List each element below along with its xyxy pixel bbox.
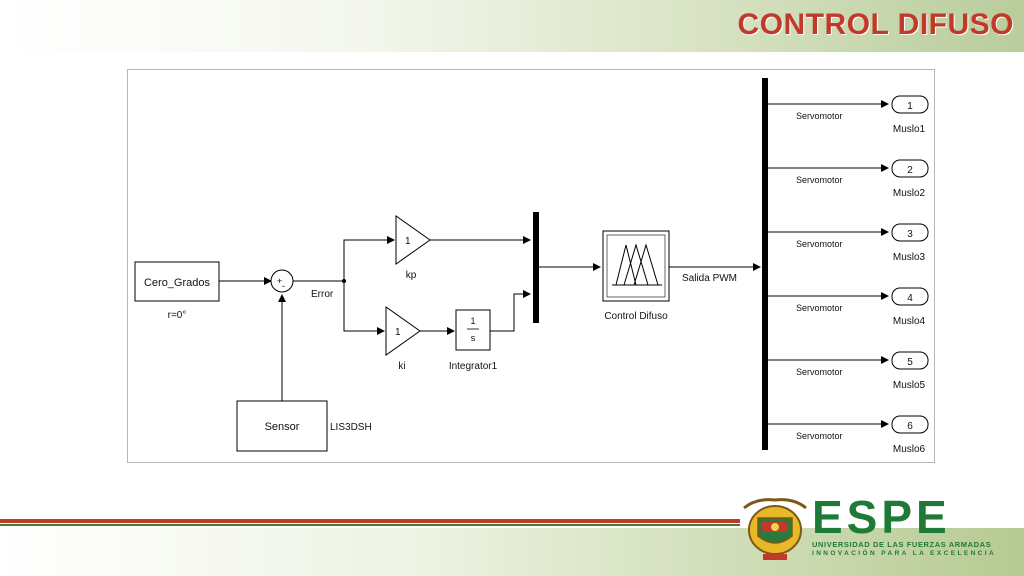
outport-3 — [891, 223, 929, 242]
integrator-num: 1 — [470, 316, 475, 326]
wire-int-mux — [490, 290, 531, 332]
outport-number: 1 — [907, 101, 913, 112]
mux-bar[interactable] — [533, 212, 539, 323]
membership-2 — [623, 243, 649, 286]
outport-number: 5 — [907, 357, 913, 368]
output-4[interactable]: Servomotor 4 Muslo4 — [768, 287, 929, 327]
outport-number: 3 — [907, 229, 913, 240]
sensor-label: Sensor — [265, 421, 300, 433]
integrator-caption: Integrator1 — [449, 361, 498, 372]
output-1[interactable]: Servomotor 1 Muslo1 — [768, 95, 929, 135]
gain-kp-caption: kp — [406, 270, 417, 281]
constant-caption: r=0° — [168, 310, 187, 321]
membership-3 — [633, 243, 659, 286]
output-signal: Servomotor — [796, 431, 843, 441]
university-crest-icon — [743, 498, 807, 560]
university-name: UNIVERSIDAD DE LAS FUERZAS ARMADAS — [812, 540, 992, 549]
pwm-label: Salida PWM — [682, 273, 737, 284]
sensor-caption: LIS3DSH — [330, 422, 372, 433]
output-6[interactable]: Servomotor 6 Muslo6 — [768, 415, 929, 455]
university-motto: INNOVACIÓN PARA LA EXCELENCIA — [812, 550, 997, 557]
outport-4 — [891, 287, 929, 306]
output-3[interactable]: Servomotor 3 Muslo3 — [768, 223, 929, 263]
footer-band — [0, 528, 1024, 576]
outport-number: 4 — [907, 293, 913, 304]
output-2[interactable]: Servomotor 2 Muslo2 — [768, 159, 929, 199]
sum-plus: + — [277, 276, 282, 286]
diagram-canvas: Cero_Grados r=0° + - Error 1 kp 1 — [134, 78, 929, 455]
footer-red-line — [0, 519, 740, 523]
espe-brand: ESPE — [812, 491, 951, 543]
integrator-block[interactable]: 1 s — [455, 309, 491, 351]
wire-to-ki — [343, 281, 385, 335]
outport-number: 6 — [907, 421, 913, 432]
fuzzy-controller-block[interactable] — [602, 230, 670, 302]
sensor-block[interactable]: Sensor — [236, 400, 328, 452]
gain-ki-block[interactable]: 1 — [385, 306, 421, 356]
output-signal: Servomotor — [796, 239, 843, 249]
membership-1 — [615, 244, 637, 286]
header-band — [0, 0, 1024, 52]
outport-1 — [891, 95, 929, 114]
gain-kp-value: 1 — [405, 236, 411, 247]
output-signal: Servomotor — [796, 175, 843, 185]
integrator-den: s — [471, 333, 476, 343]
outport-name: Muslo6 — [893, 444, 926, 455]
output-5[interactable]: Servomotor 5 Muslo5 — [768, 351, 929, 391]
slide-title: CONTROL DIFUSO — [737, 8, 1014, 41]
outport-6 — [891, 415, 929, 434]
constant-block[interactable]: Cero_Grados — [134, 261, 220, 302]
simulink-diagram: Cero_Grados r=0° + - Error 1 kp 1 — [127, 69, 935, 463]
sum-block[interactable]: + - — [270, 269, 294, 293]
wire-to-kp — [343, 236, 395, 281]
outport-5 — [891, 351, 929, 370]
outport-name: Muslo4 — [893, 316, 926, 327]
output-signal: Servomotor — [796, 367, 843, 377]
fuzzy-caption: Control Difuso — [604, 311, 668, 322]
outport-2 — [891, 159, 929, 178]
output-signal: Servomotor — [796, 111, 843, 121]
outport-number: 2 — [907, 165, 913, 176]
outport-name: Muslo5 — [893, 380, 926, 391]
gain-kp-block[interactable]: 1 — [395, 215, 431, 265]
demux-bar[interactable] — [762, 78, 768, 450]
gain-ki-value: 1 — [395, 327, 401, 338]
output-signal: Servomotor — [796, 303, 843, 313]
outport-name: Muslo3 — [893, 252, 926, 263]
footer-green-line — [0, 524, 740, 526]
sum-minus: - — [282, 281, 285, 291]
outport-name: Muslo2 — [893, 188, 926, 199]
constant-label: Cero_Grados — [144, 277, 211, 289]
error-label: Error — [311, 289, 334, 300]
outport-name: Muslo1 — [893, 124, 926, 135]
gain-ki-caption: ki — [398, 361, 405, 372]
